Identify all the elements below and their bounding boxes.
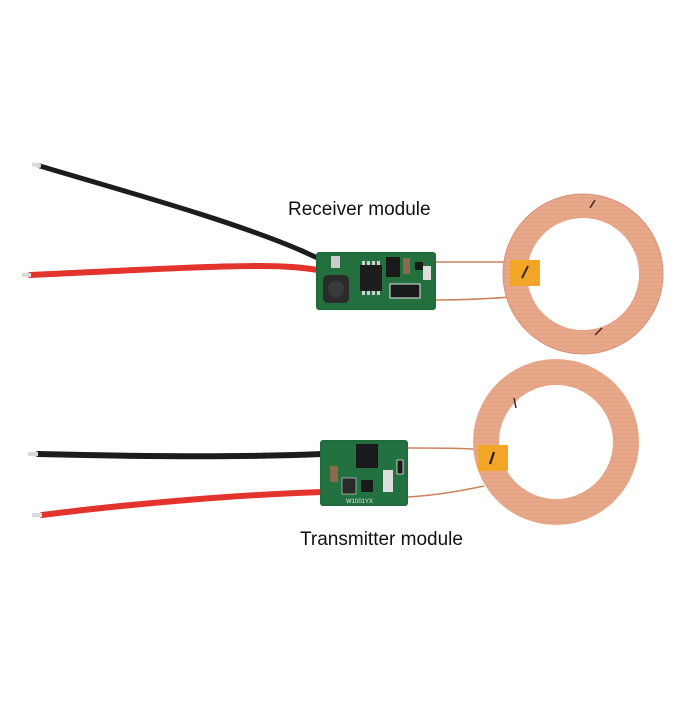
transmitter-pcb: W1001YX <box>320 440 408 506</box>
receiver-module-label: Receiver module <box>288 199 431 220</box>
receiver-pcb <box>316 252 436 310</box>
transmitter-red-wire <box>32 489 325 518</box>
transmitter-module-label: Transmitter module <box>300 529 463 550</box>
transmitter-module: W1001YX <box>28 359 639 525</box>
transmitter-copper-coil <box>473 359 639 525</box>
chip-marking: W1001YX <box>346 499 373 505</box>
receiver-black-wire <box>31 162 321 261</box>
receiver-red-wire <box>22 262 321 278</box>
transmitter-black-wire <box>28 451 325 460</box>
receiver-copper-coil <box>502 193 664 355</box>
receiver-module <box>22 162 664 355</box>
